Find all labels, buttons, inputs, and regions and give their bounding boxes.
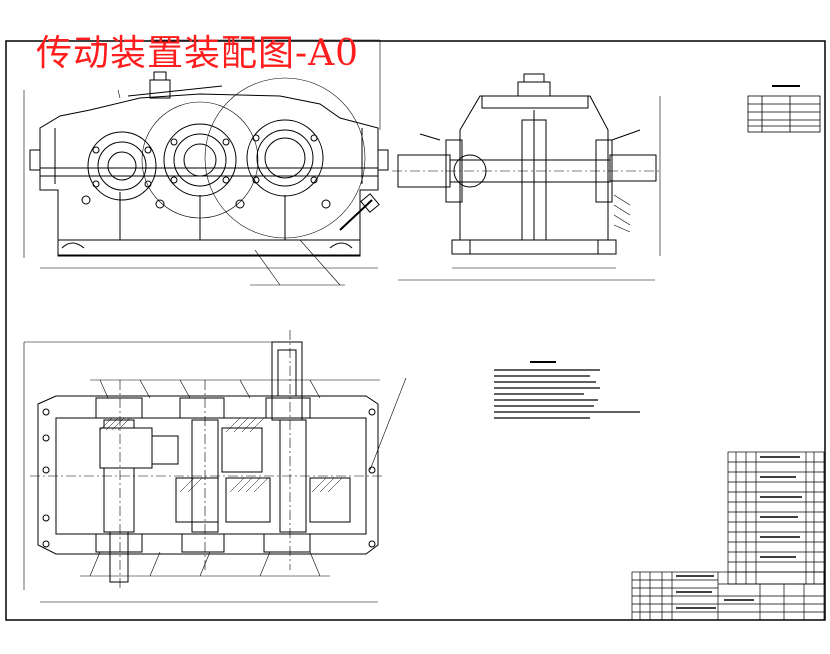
drawing-title: 传动装置装配图-A0: [36, 33, 360, 74]
specification-table: [747, 85, 821, 133]
technical-requirements: [494, 361, 640, 419]
title-block: [631, 571, 825, 621]
parts-list: [727, 451, 825, 585]
side-view: [392, 73, 662, 281]
sheet-border: [5, 40, 826, 621]
front-view: [23, 39, 389, 286]
top-section-view: [23, 330, 407, 603]
